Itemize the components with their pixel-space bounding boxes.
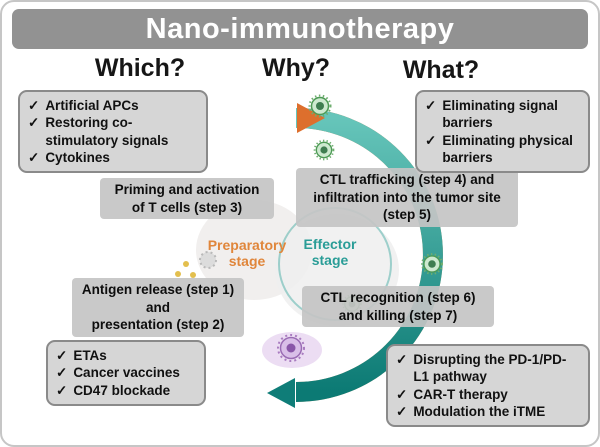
step-label-priming: Priming and activation of T cells (step … bbox=[100, 178, 274, 220]
checklist-text: Cytokines bbox=[45, 149, 110, 165]
check-icon: ✓ bbox=[28, 115, 40, 131]
panel-what-barriers: ✓ Eliminating signal barriers ✓ Eliminat… bbox=[415, 90, 590, 174]
question-which: Which? bbox=[94, 54, 186, 82]
check-icon: ✓ bbox=[396, 386, 408, 402]
checklist-text: Modulation the iTME bbox=[413, 403, 546, 419]
checklist-item: ✓ Cancer vaccines bbox=[56, 364, 196, 381]
figure-title: Nano-immunotherapy bbox=[145, 12, 455, 45]
check-icon: ✓ bbox=[56, 382, 68, 398]
t-cell-icon bbox=[421, 253, 443, 275]
stage-label-preparatory: Preparatory stage bbox=[207, 237, 287, 270]
check-icon: ✓ bbox=[396, 403, 408, 419]
check-icon: ✓ bbox=[28, 98, 40, 113]
checklist-item: ✓ Modulation the iTME bbox=[396, 403, 580, 420]
question-what: What? bbox=[402, 56, 480, 84]
checklist-text: Disrupting the PD-1/PD-L1 pathway bbox=[413, 352, 567, 385]
t-cell-icon bbox=[308, 94, 332, 118]
checklist-text: Eliminating signal barriers bbox=[442, 98, 558, 131]
check-icon: ✓ bbox=[28, 149, 40, 165]
title-banner: Nano-immunotherapy bbox=[12, 9, 588, 49]
check-icon: ✓ bbox=[425, 132, 437, 148]
check-icon: ✓ bbox=[56, 348, 68, 363]
step-label-recognition-killing: CTL recognition (step 6) and killing (st… bbox=[302, 286, 494, 328]
panel-which-priming: ✓ Artificial APCs ✓ Restoring co-stimula… bbox=[18, 90, 208, 174]
checklist-item: ✓ Eliminating signal barriers bbox=[425, 97, 580, 132]
checklist-text: Eliminating physical barriers bbox=[442, 132, 573, 165]
check-icon: ✓ bbox=[425, 98, 437, 113]
checklist-text: ETAs bbox=[73, 348, 107, 363]
checklist-item: ✓ CAR-T therapy bbox=[396, 386, 580, 403]
checklist-text: CD47 blockade bbox=[73, 382, 171, 398]
checklist-item: ✓ Artificial APCs bbox=[28, 97, 198, 114]
check-icon: ✓ bbox=[396, 352, 408, 367]
checklist-item: ✓ Restoring co-stimulatory signals bbox=[28, 114, 198, 149]
step-label-trafficking: CTL trafficking (step 4) and infiltratio… bbox=[296, 168, 518, 227]
checklist-item: ✓ CD47 blockade bbox=[56, 382, 196, 399]
antigen-particles-icon bbox=[175, 261, 196, 278]
checklist-item: ✓ Eliminating physical barriers bbox=[425, 132, 580, 167]
checklist-item: ✓ Cytokines bbox=[28, 149, 198, 166]
teal-arrowhead-icon bbox=[267, 378, 295, 408]
panel-what-checkpoint: ✓ Disrupting the PD-1/PD-L1 pathway ✓ CA… bbox=[386, 344, 590, 428]
stage-label-effector: Effector stage bbox=[303, 236, 357, 269]
orange-arrowhead-icon bbox=[297, 103, 325, 133]
question-why: Why? bbox=[261, 54, 331, 82]
panel-which-antigen: ✓ ETAs ✓ Cancer vaccines ✓ CD47 blockade bbox=[46, 340, 206, 406]
t-cell-icon bbox=[313, 139, 335, 161]
checklist-item: ✓ Disrupting the PD-1/PD-L1 pathway bbox=[396, 351, 580, 386]
checklist-text: Artificial APCs bbox=[45, 98, 139, 113]
checklist-text: Restoring co-stimulatory signals bbox=[45, 115, 169, 148]
checklist-item: ✓ ETAs bbox=[56, 347, 196, 364]
tumor-cell-icon bbox=[277, 334, 305, 362]
checklist-text: CAR-T therapy bbox=[413, 386, 508, 402]
check-icon: ✓ bbox=[56, 365, 68, 381]
step-label-antigen-release: Antigen release (step 1) and presentatio… bbox=[72, 278, 244, 337]
checklist-text: Cancer vaccines bbox=[73, 365, 180, 381]
